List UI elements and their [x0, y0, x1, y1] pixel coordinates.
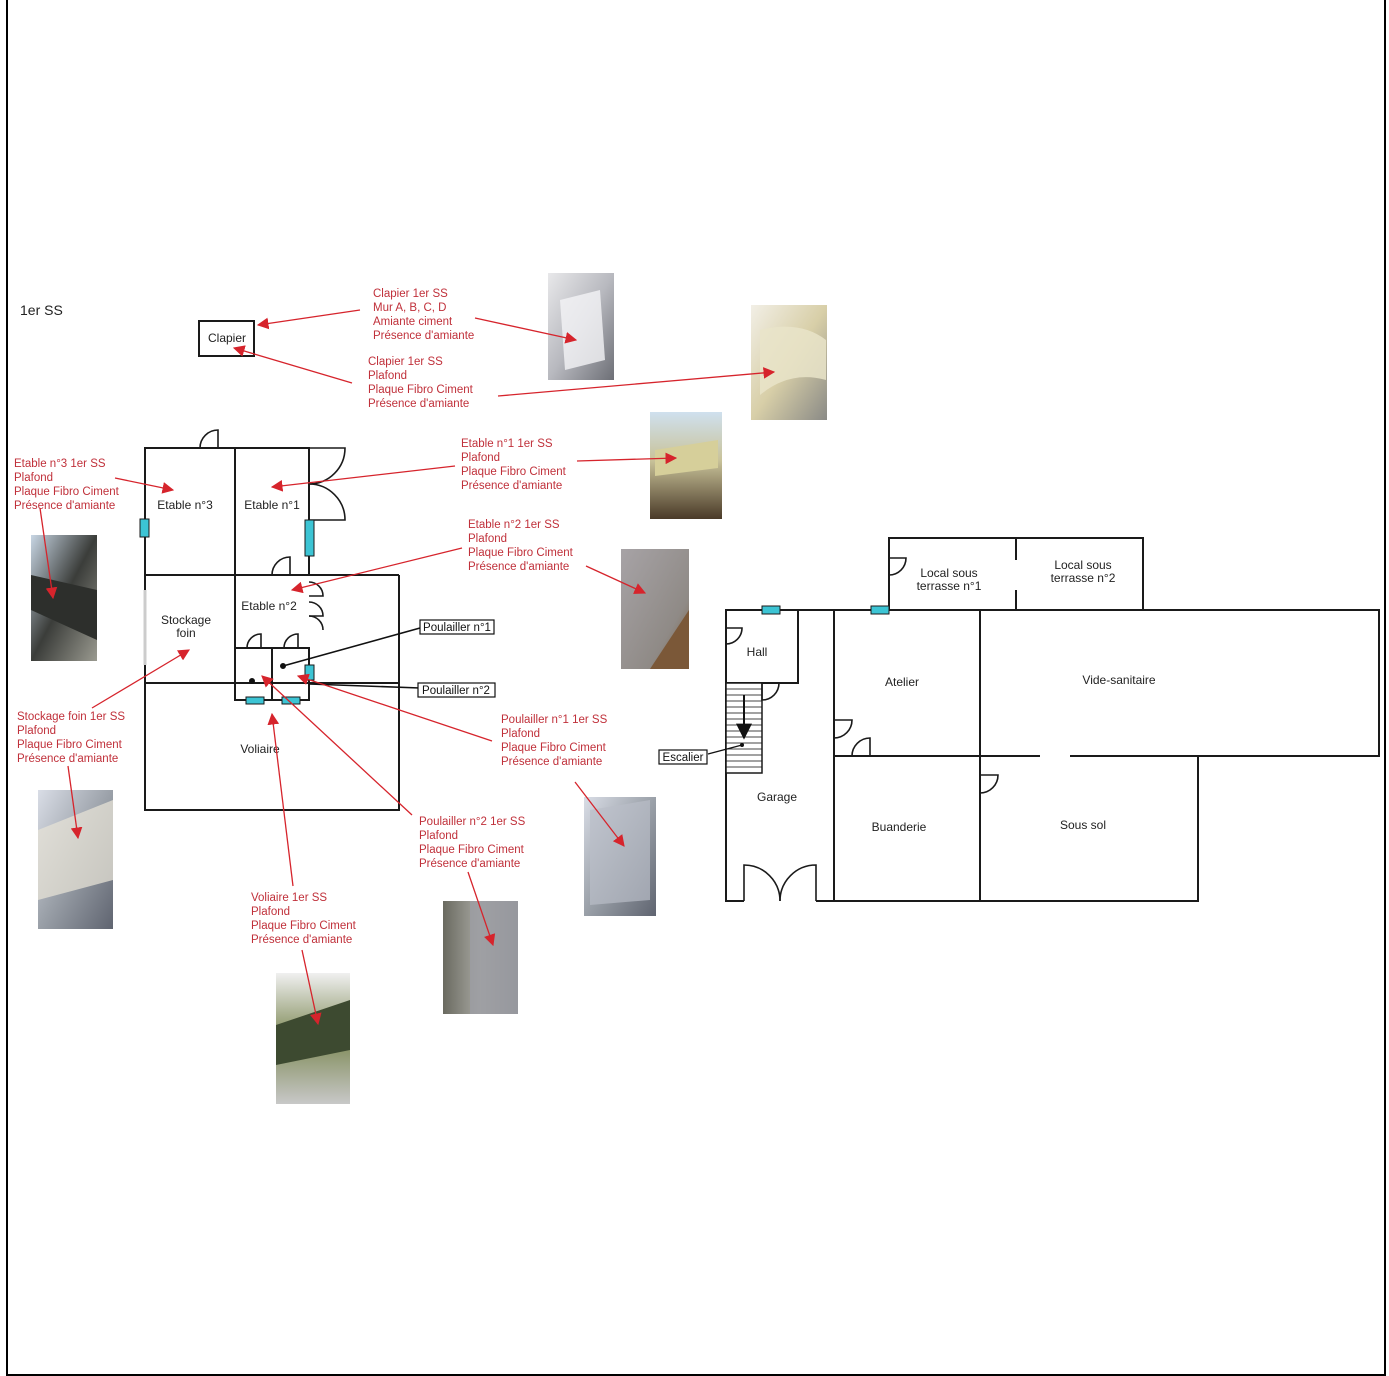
anno-etable1-2: Plafond [461, 452, 500, 464]
anno-etable1-3: Plaque Fibro Ciment [461, 466, 567, 478]
stockage-label-2: foin [176, 626, 195, 640]
local1-label-1: Local sous [920, 566, 977, 580]
local2-label-2: terrasse n°2 [1051, 571, 1116, 585]
door-swings-right [725, 557, 999, 902]
photo-etable3 [31, 535, 97, 661]
sous-sol-label: Sous sol [1060, 818, 1106, 832]
right-openings [744, 560, 1070, 903]
anno-etable1-4: Présence d'amiante [461, 480, 562, 492]
anno-poulailler1-1: Poulailler n°1 1er SS [501, 714, 608, 726]
page-frame [6, 0, 1386, 1376]
anno-stockage-4: Présence d'amiante [17, 753, 118, 765]
clapier-label: Clapier [208, 331, 246, 345]
annotation-poulailler1: Poulailler n°1 1er SS Plafond Plaque Fib… [501, 714, 608, 768]
garage-label: Garage [757, 790, 797, 804]
anno-clapier-plafond-1: Clapier 1er SS [368, 356, 443, 368]
local1-label-2: terrasse n°1 [917, 579, 982, 593]
anno-etable3-2: Plafond [14, 472, 53, 484]
annotation-stockage: Stockage foin 1er SS Plafond Plaque Fibr… [17, 711, 125, 765]
anno-clapier-plafond-3: Plaque Fibro Ciment [368, 384, 474, 396]
photo-clapier-plafond [751, 305, 827, 420]
anno-etable2-4: Présence d'amiante [468, 561, 569, 573]
annotation-etable1: Etable n°1 1er SS Plafond Plaque Fibro C… [461, 438, 567, 492]
escalier-label: Escalier [663, 752, 704, 764]
anno-poulailler1-3: Plaque Fibro Ciment [501, 742, 607, 754]
anno-etable2-1: Etable n°2 1er SS [468, 519, 560, 531]
stockage-label-1: Stockage [161, 613, 211, 627]
photo-clapier-mur [548, 273, 614, 380]
anno-poulailler2-4: Présence d'amiante [419, 858, 520, 870]
photo-poulailler1 [584, 797, 656, 916]
annotation-clapier-mur: Clapier 1er SS Mur A, B, C, D Amiante ci… [373, 288, 474, 342]
anno-clapier-mur-3: Amiante ciment [373, 316, 453, 328]
anno-clapier-mur-1: Clapier 1er SS [373, 288, 448, 300]
anno-etable3-1: Etable n°3 1er SS [14, 458, 106, 470]
buanderie-label: Buanderie [872, 820, 927, 834]
anno-etable2-2: Plafond [468, 533, 507, 545]
annotation-clapier-plafond: Clapier 1er SS Plafond Plaque Fibro Cime… [368, 356, 474, 410]
poulailler-pointers [249, 627, 421, 689]
windows-left [139, 518, 315, 705]
annotation-etable2: Etable n°2 1er SS Plafond Plaque Fibro C… [468, 519, 574, 573]
voliaire-label: Voliaire [240, 742, 280, 756]
photo-voliaire [276, 973, 350, 1104]
anno-poulailler2-3: Plaque Fibro Ciment [419, 844, 525, 856]
poulailler1-box: Poulailler n°1 [419, 619, 495, 635]
photo-etable2 [621, 549, 689, 669]
anno-etable1-1: Etable n°1 1er SS [461, 438, 553, 450]
anno-etable2-3: Plaque Fibro Ciment [468, 547, 574, 559]
anno-poulailler2-2: Plafond [419, 830, 458, 842]
anno-poulailler1-2: Plafond [501, 728, 540, 740]
anno-poulailler1-4: Présence d'amiante [501, 756, 602, 768]
photo-poulailler2 [443, 901, 518, 1014]
anno-etable3-3: Plaque Fibro Ciment [14, 486, 120, 498]
anno-voliaire-3: Plaque Fibro Ciment [251, 920, 357, 932]
annotation-etable3: Etable n°3 1er SS Plafond Plaque Fibro C… [14, 458, 120, 512]
photo-etable1 [650, 412, 722, 519]
anno-clapier-mur-4: Présence d'amiante [373, 330, 474, 342]
anno-voliaire-2: Plafond [251, 906, 290, 918]
anno-poulailler2-1: Poulailler n°2 1er SS [419, 816, 526, 828]
annotation-arrows [39, 309, 776, 1026]
anno-clapier-plafond-4: Présence d'amiante [368, 398, 469, 410]
hall-label: Hall [747, 645, 768, 659]
staircase [707, 682, 763, 774]
anno-etable3-4: Présence d'amiante [14, 500, 115, 512]
floor-title: 1er SS [20, 302, 63, 318]
poulailler2-label: Poulailler n°2 [422, 685, 490, 697]
right-building [725, 537, 1380, 902]
anno-clapier-plafond-2: Plafond [368, 370, 407, 382]
photo-stockage [38, 790, 113, 929]
anno-stockage-2: Plafond [17, 725, 56, 737]
poulailler1-label: Poulailler n°1 [423, 622, 491, 634]
annotation-voliaire: Voliaire 1er SS Plafond Plaque Fibro Cim… [251, 892, 357, 946]
etable3-label: Etable n°3 [157, 498, 213, 512]
anno-voliaire-4: Présence d'amiante [251, 934, 352, 946]
anno-stockage-3: Plaque Fibro Ciment [17, 739, 123, 751]
clapier-room: Clapier [198, 320, 255, 357]
etable2-label: Etable n°2 [241, 599, 297, 613]
local2-label-1: Local sous [1054, 558, 1111, 572]
atelier-label: Atelier [885, 675, 919, 689]
anno-voliaire-1: Voliaire 1er SS [251, 892, 327, 904]
anno-clapier-mur-2: Mur A, B, C, D [373, 302, 447, 314]
windows-right [761, 605, 890, 615]
etable1-label: Etable n°1 [244, 498, 300, 512]
door-swings-left [199, 429, 346, 649]
vide-sanitaire-label: Vide-sanitaire [1082, 673, 1155, 687]
escalier-box: Escalier [658, 749, 708, 765]
annotation-poulailler2: Poulailler n°2 1er SS Plafond Plaque Fib… [419, 816, 526, 870]
anno-stockage-1: Stockage foin 1er SS [17, 711, 125, 723]
poulailler2-box: Poulailler n°2 [417, 682, 496, 698]
